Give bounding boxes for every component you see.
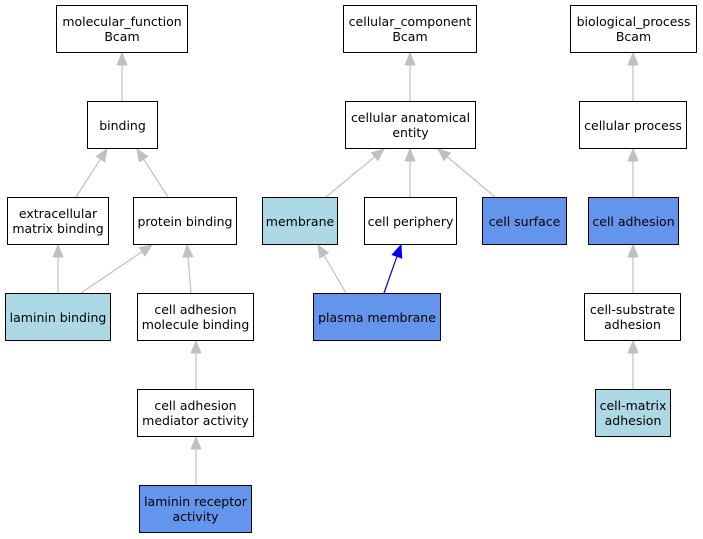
arrowhead-membrane-to-cellular_anatomical_entity	[370, 148, 386, 162]
node-plasma-membrane[interactable]: plasma membrane	[313, 293, 441, 341]
node-membrane[interactable]: membrane	[262, 197, 338, 245]
arrowhead-plasma_membrane-to-cell_periphery	[391, 243, 403, 259]
node-binding[interactable]: binding	[87, 101, 158, 149]
node-extracellular-matrix-binding[interactable]: extracellular matrix binding	[7, 197, 109, 245]
edge-plasma_membrane-to-cell_periphery	[383, 256, 398, 294]
arrowhead-cell_adhesion_mediator_activity-to-cell_adhesion_molecule_binding	[190, 339, 202, 354]
edge-cell_surface-to-cellular_anatomical_entity	[446, 156, 496, 198]
arrowhead-cellular_process-to-biological_process	[627, 51, 639, 66]
edge-cell_adhesion_molecule_binding-to-protein_binding	[187, 256, 192, 294]
edge-protein_binding-to-binding	[143, 158, 169, 198]
node-laminin-binding[interactable]: laminin binding	[5, 293, 111, 341]
node-biological-process[interactable]: biological_process Bcam	[570, 5, 697, 53]
edge-membrane-to-cellular_anatomical_entity	[325, 156, 376, 198]
arrowhead-cell_substrate_adhesion-to-cell_adhesion	[627, 243, 639, 258]
edge-plasma_membrane-to-membrane	[323, 255, 347, 294]
arrowhead-plasma_membrane-to-membrane	[317, 243, 330, 259]
edge-laminin_binding-to-protein_binding	[80, 251, 143, 294]
node-protein-binding[interactable]: protein binding	[133, 197, 237, 245]
arrowhead-laminin_binding-to-extracellular_matrix_binding	[52, 243, 64, 258]
arrowhead-cell_adhesion-to-cellular_process	[627, 147, 639, 162]
edge-extracellular_matrix_binding-to-binding	[75, 158, 101, 198]
node-cell-matrix-adhesion[interactable]: cell-matrix adhesion	[595, 389, 671, 437]
arrowhead-cell_periphery-to-cellular_anatomical_entity	[404, 147, 416, 162]
node-cellular-component[interactable]: cellular_component Bcam	[343, 5, 477, 53]
node-cellular-process[interactable]: cellular process	[579, 101, 687, 149]
arrowhead-protein_binding-to-binding	[136, 147, 149, 163]
node-cell-adhesion-molecule-binding[interactable]: cell adhesion molecule binding	[137, 293, 254, 341]
arrowhead-cell_surface-to-cellular_anatomical_entity	[437, 148, 452, 162]
arrowhead-cellular_anatomical_entity-to-cellular_component	[404, 51, 416, 66]
arrowhead-cell_matrix_adhesion-to-cell_substrate_adhesion	[627, 339, 639, 354]
node-laminin-receptor-activity[interactable]: laminin receptor activity	[139, 485, 252, 533]
node-cell-adhesion-mediator-activity[interactable]: cell adhesion mediator activity	[137, 389, 254, 437]
node-cell-adhesion[interactable]: cell adhesion	[588, 197, 679, 245]
node-cell-periphery[interactable]: cell periphery	[364, 197, 457, 245]
arrowhead-binding-to-molecular_function	[116, 51, 128, 66]
node-cell-surface[interactable]: cell surface	[482, 197, 567, 245]
arrowhead-laminin_binding-to-protein_binding	[138, 244, 154, 257]
arrowhead-extracellular_matrix_binding-to-binding	[95, 147, 108, 163]
arrowhead-laminin_receptor_activity-to-cell_adhesion_mediator_activity	[190, 435, 202, 450]
arrowhead-cell_adhesion_molecule_binding-to-protein_binding	[182, 243, 194, 258]
node-cellular-anatomical-entity[interactable]: cellular anatomical entity	[345, 101, 476, 149]
node-cell-substrate-adhesion[interactable]: cell-substrate adhesion	[584, 293, 681, 341]
node-molecular-function[interactable]: molecular_function Bcam	[56, 5, 188, 53]
